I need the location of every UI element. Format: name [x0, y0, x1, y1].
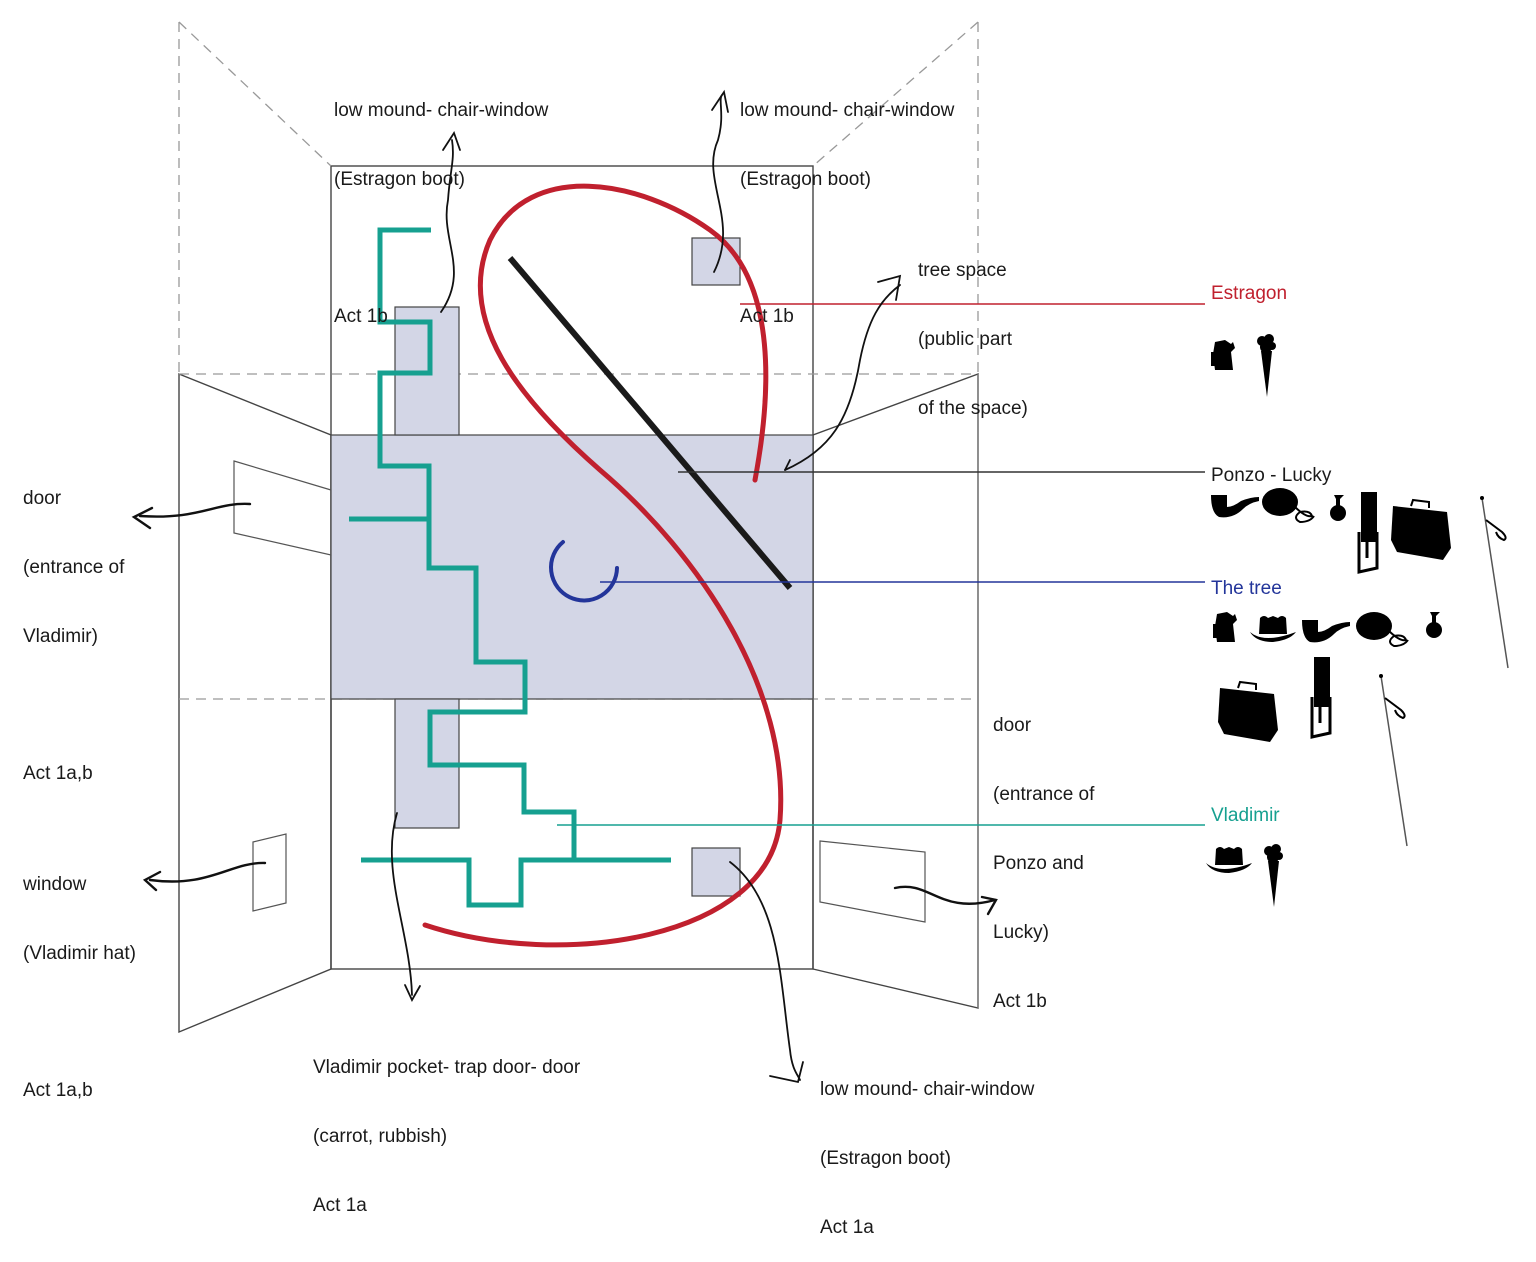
mound-bottom-right: [691, 847, 741, 897]
annotation-act: Act 1a,b: [23, 1080, 93, 1101]
annotation-tree-space: tree space (public part of the space): [918, 213, 1028, 443]
annotation-act: Act 1b: [740, 306, 794, 327]
tree-symbol: [549, 540, 619, 603]
arrow-right-door: [893, 885, 998, 916]
left-door: [233, 460, 332, 556]
annotation-act: Act 1b: [334, 306, 388, 327]
annotation-line: (Estragon boot): [740, 169, 871, 190]
arrow-bottom-right: [729, 861, 804, 1084]
annotation-line: low mound- chair-window: [820, 1079, 1035, 1100]
left-window: [252, 833, 287, 912]
carrot-icon: [1264, 844, 1283, 907]
spray-bottle-icon: [1330, 495, 1346, 521]
spray-bottle-icon: [1426, 612, 1442, 638]
pipe-icon: [1302, 620, 1350, 643]
suitcase-icon: [1390, 499, 1452, 561]
pipe-icon: [1211, 495, 1259, 518]
annotation-left-door: door (entrance of Vladimir) Act 1a,b: [23, 441, 124, 808]
hat-icon: [1206, 847, 1252, 873]
whip-icon: [1378, 673, 1408, 847]
annotation-line: door: [993, 715, 1032, 736]
arrow-left-window: [142, 861, 267, 892]
annotation-left-window: window (Vladimir hat) Act 1a,b: [23, 827, 136, 1125]
legend-label-estragon: Estragon: [1211, 283, 1288, 304]
arrow-bottom-left: [390, 812, 421, 1002]
annotation-line: Vladimir): [23, 626, 98, 647]
annotation-line: Lucky): [993, 922, 1049, 943]
legend-props-vladimir: [1206, 844, 1283, 907]
annotation-act: Act 1b: [993, 991, 1047, 1012]
annotation-line: door: [23, 488, 62, 509]
right-wall: [812, 372, 979, 1009]
annotation-line: (Vladimir hat): [23, 943, 136, 964]
annotation-act: Act 1a,b: [23, 763, 93, 784]
stage-diagram: [131, 21, 1509, 1084]
zones: [330, 237, 814, 897]
annotation-line: tree space: [918, 260, 1007, 281]
basket-bag-icon: [1261, 487, 1315, 523]
annotation-line: (Estragon boot): [820, 1148, 951, 1169]
ponzo-lucky-path: [507, 256, 793, 590]
annotation-line: (Estragon boot): [334, 169, 465, 190]
annotation-line: (carrot, rubbish): [313, 1126, 448, 1147]
mound-top-right: [691, 237, 741, 286]
suitcase-icon: [1217, 681, 1279, 743]
carrot-icon: [1257, 334, 1276, 397]
left-wall: [178, 372, 332, 1034]
legend-label-ponzo-lucky: Ponzo - Lucky: [1211, 465, 1332, 486]
whip-icon: [1479, 495, 1509, 669]
annotation-line: Vladimir pocket- trap door- door: [313, 1057, 581, 1078]
annotation-bottom-right: low mound- chair-window (Estragon boot) …: [820, 1032, 1034, 1262]
annotation-line: (entrance of: [993, 784, 1095, 805]
arrow-top-left: [440, 130, 461, 313]
annotation-top-left: low mound- chair-window (Estragon boot) …: [334, 53, 548, 351]
legend-props-estragon: [1211, 334, 1276, 397]
vladimir-path: [349, 227, 671, 908]
annotation-act: Act 1a: [820, 1217, 874, 1238]
annotation-line: Ponzo and: [993, 853, 1084, 874]
annotation-bottom-left: Vladimir pocket- trap door- door (carrot…: [313, 1010, 580, 1240]
annotation-line: (entrance of: [23, 557, 125, 578]
hand-drawn-arrows: [131, 89, 998, 1084]
annotation-top-right: low mound- chair-window (Estragon boot) …: [740, 53, 954, 351]
right-door: [819, 840, 926, 923]
folding-stool-icon: [1310, 655, 1332, 739]
annotation-right-door: door (entrance of Ponzo and Lucky) Act 1…: [993, 668, 1094, 1036]
annotation-line: of the space): [918, 398, 1028, 419]
annotation-line: (public part: [918, 329, 1012, 350]
legend-label-vladimir: Vladimir: [1211, 805, 1280, 826]
arrow-top-right: [711, 89, 729, 273]
hat-icon: [1250, 616, 1296, 642]
arrow-left-door: [131, 502, 252, 530]
boot-icon: [1213, 612, 1237, 642]
estragon-path: [422, 183, 784, 948]
arrow-tree-space: [784, 274, 902, 471]
annotation-line: low mound- chair-window: [334, 100, 549, 121]
basket-bag-icon: [1355, 611, 1409, 647]
annotation-line: window: [23, 874, 87, 895]
boot-icon: [1211, 340, 1235, 370]
tree-space-zone: [330, 434, 814, 700]
legend-label-tree: The tree: [1211, 578, 1282, 599]
annotation-line: low mound- chair-window: [740, 100, 955, 121]
leader-lines: [557, 303, 1205, 826]
folding-stool-icon: [1357, 490, 1379, 574]
annotation-act: Act 1a: [313, 1195, 367, 1216]
